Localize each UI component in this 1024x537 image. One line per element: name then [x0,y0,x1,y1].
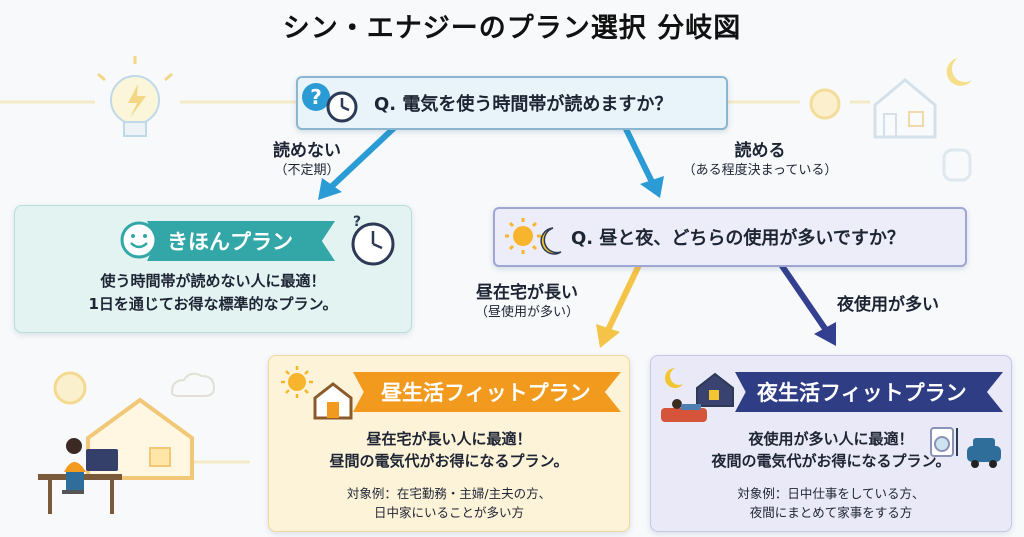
branch-label-text: 読める [734,141,786,161]
night-plan-name: 夜生活フィットプラン [735,372,1003,412]
basic-plan-description: 使う時間帯が読めない人に最適！ 1日を通じてお得な標準的なプラン。 [15,270,411,316]
arrow-to-basic [327,124,398,191]
question-clock-icon: ? [302,83,358,123]
target-line: 対象例：在宅勤務・主婦/主夫の方、 [346,486,552,501]
description-line: 1日を通じてお得な標準的なプラン。 [88,295,338,313]
lightbulb-icon [97,56,173,137]
sun-icon [53,371,87,405]
description-line: 使う時間帯が読めない人に最適！ [100,272,326,290]
night-house-icon [661,368,734,422]
basic-plan-card: きほんプラン ? 使う時間帯が読めない人に最適！ 1日を通じてお得な標準的なプラ… [14,205,412,333]
target-line: 日中家にいることが多い方 [373,505,524,520]
night-plan-card: 夜生活フィットプラン 夜使用が多い人に最適！ 夜間の電気代がお得になるプラン。 … [650,355,1012,532]
arrowhead-to-night [814,322,836,346]
basic-plan-name: きほんプラン [147,221,335,261]
night-plan-description: 夜使用が多い人に最適！ 夜間の電気代がお得になるプラン。 [651,428,1011,472]
branch-label-sub: （不定期） [274,163,340,178]
description-line: 昼在宅が長い人に最適！ [366,430,532,448]
house-icon [873,78,937,139]
day-plan-name: 昼生活フィットプラン [353,372,621,412]
cloud-icon [170,372,216,397]
washing-machine-car-icon [930,427,1001,468]
svg-text:?: ? [310,85,322,109]
worker-icon [38,438,122,514]
branch-label-unpredictable: 読めない （不定期） [252,140,362,180]
branch-label-text: 読めない [273,141,341,161]
sun-icon [809,88,841,120]
day-plan-target: 対象例：在宅勤務・主婦/主夫の方、 日中家にいることが多い方 [269,484,629,522]
night-plan-target: 対象例：日中仕事をしている方、 夜間にまとめて家事をする方 [651,484,1011,522]
question-text: Q. 電気を使う時間帯が読めますか？ [374,94,673,115]
branch-label-text: 昼在宅が長い [476,283,578,303]
branch-label-night: 夜使用が多い [818,294,958,316]
branch-label-predictable: 読める （ある程度決まっている） [660,140,860,180]
sun-house-icon [281,366,353,420]
moon-icon [946,58,972,86]
arrow-to-day [605,261,643,332]
question-text: Q. 昼と夜、どちらの使用が多いですか？ [571,228,905,249]
question-box-day-night: Q. 昼と夜、どちらの使用が多いですか？ [493,207,967,267]
description-line: 夜間の電気代がお得になるプラン。 [711,452,951,470]
description-line: 夜使用が多い人に最適！ [748,430,914,448]
branch-label-text: 夜使用が多い [837,295,939,315]
branch-label-sub: （昼使用が多い） [474,305,579,320]
question-box-time: ? Q. 電気を使う時間帯が読めますか？ [296,76,728,130]
branch-label-sub: （ある程度決まっている） [682,163,838,178]
svg-text:?: ? [353,214,361,230]
day-plan-description: 昼在宅が長い人に最適！ 昼間の電気代がお得になるプラン。 [269,428,629,472]
description-line: 昼間の電気代がお得になるプラン。 [329,452,569,470]
sun-moon-icon [505,218,562,255]
arrow-to-night [777,261,829,332]
page-title: シン・エナジーのプラン選択 分岐図 [282,13,742,44]
arrow-to-q2 [622,125,655,184]
target-line: 対象例：日中仕事をしている方、 [737,486,925,501]
target-line: 夜間にまとめて家事をする方 [749,505,913,520]
arrowhead-to-basic [318,178,342,200]
branch-label-day: 昼在宅が長い （昼使用が多い） [462,282,592,322]
day-plan-card: 昼生活フィットプラン 昼在宅が長い人に最適！ 昼間の電気代がお得になるプラン。 … [268,355,630,532]
clock-icon: ? [351,214,395,266]
plug-icon [942,148,972,182]
arrowhead-to-day [596,324,620,348]
arrowhead-to-q2 [640,176,664,198]
